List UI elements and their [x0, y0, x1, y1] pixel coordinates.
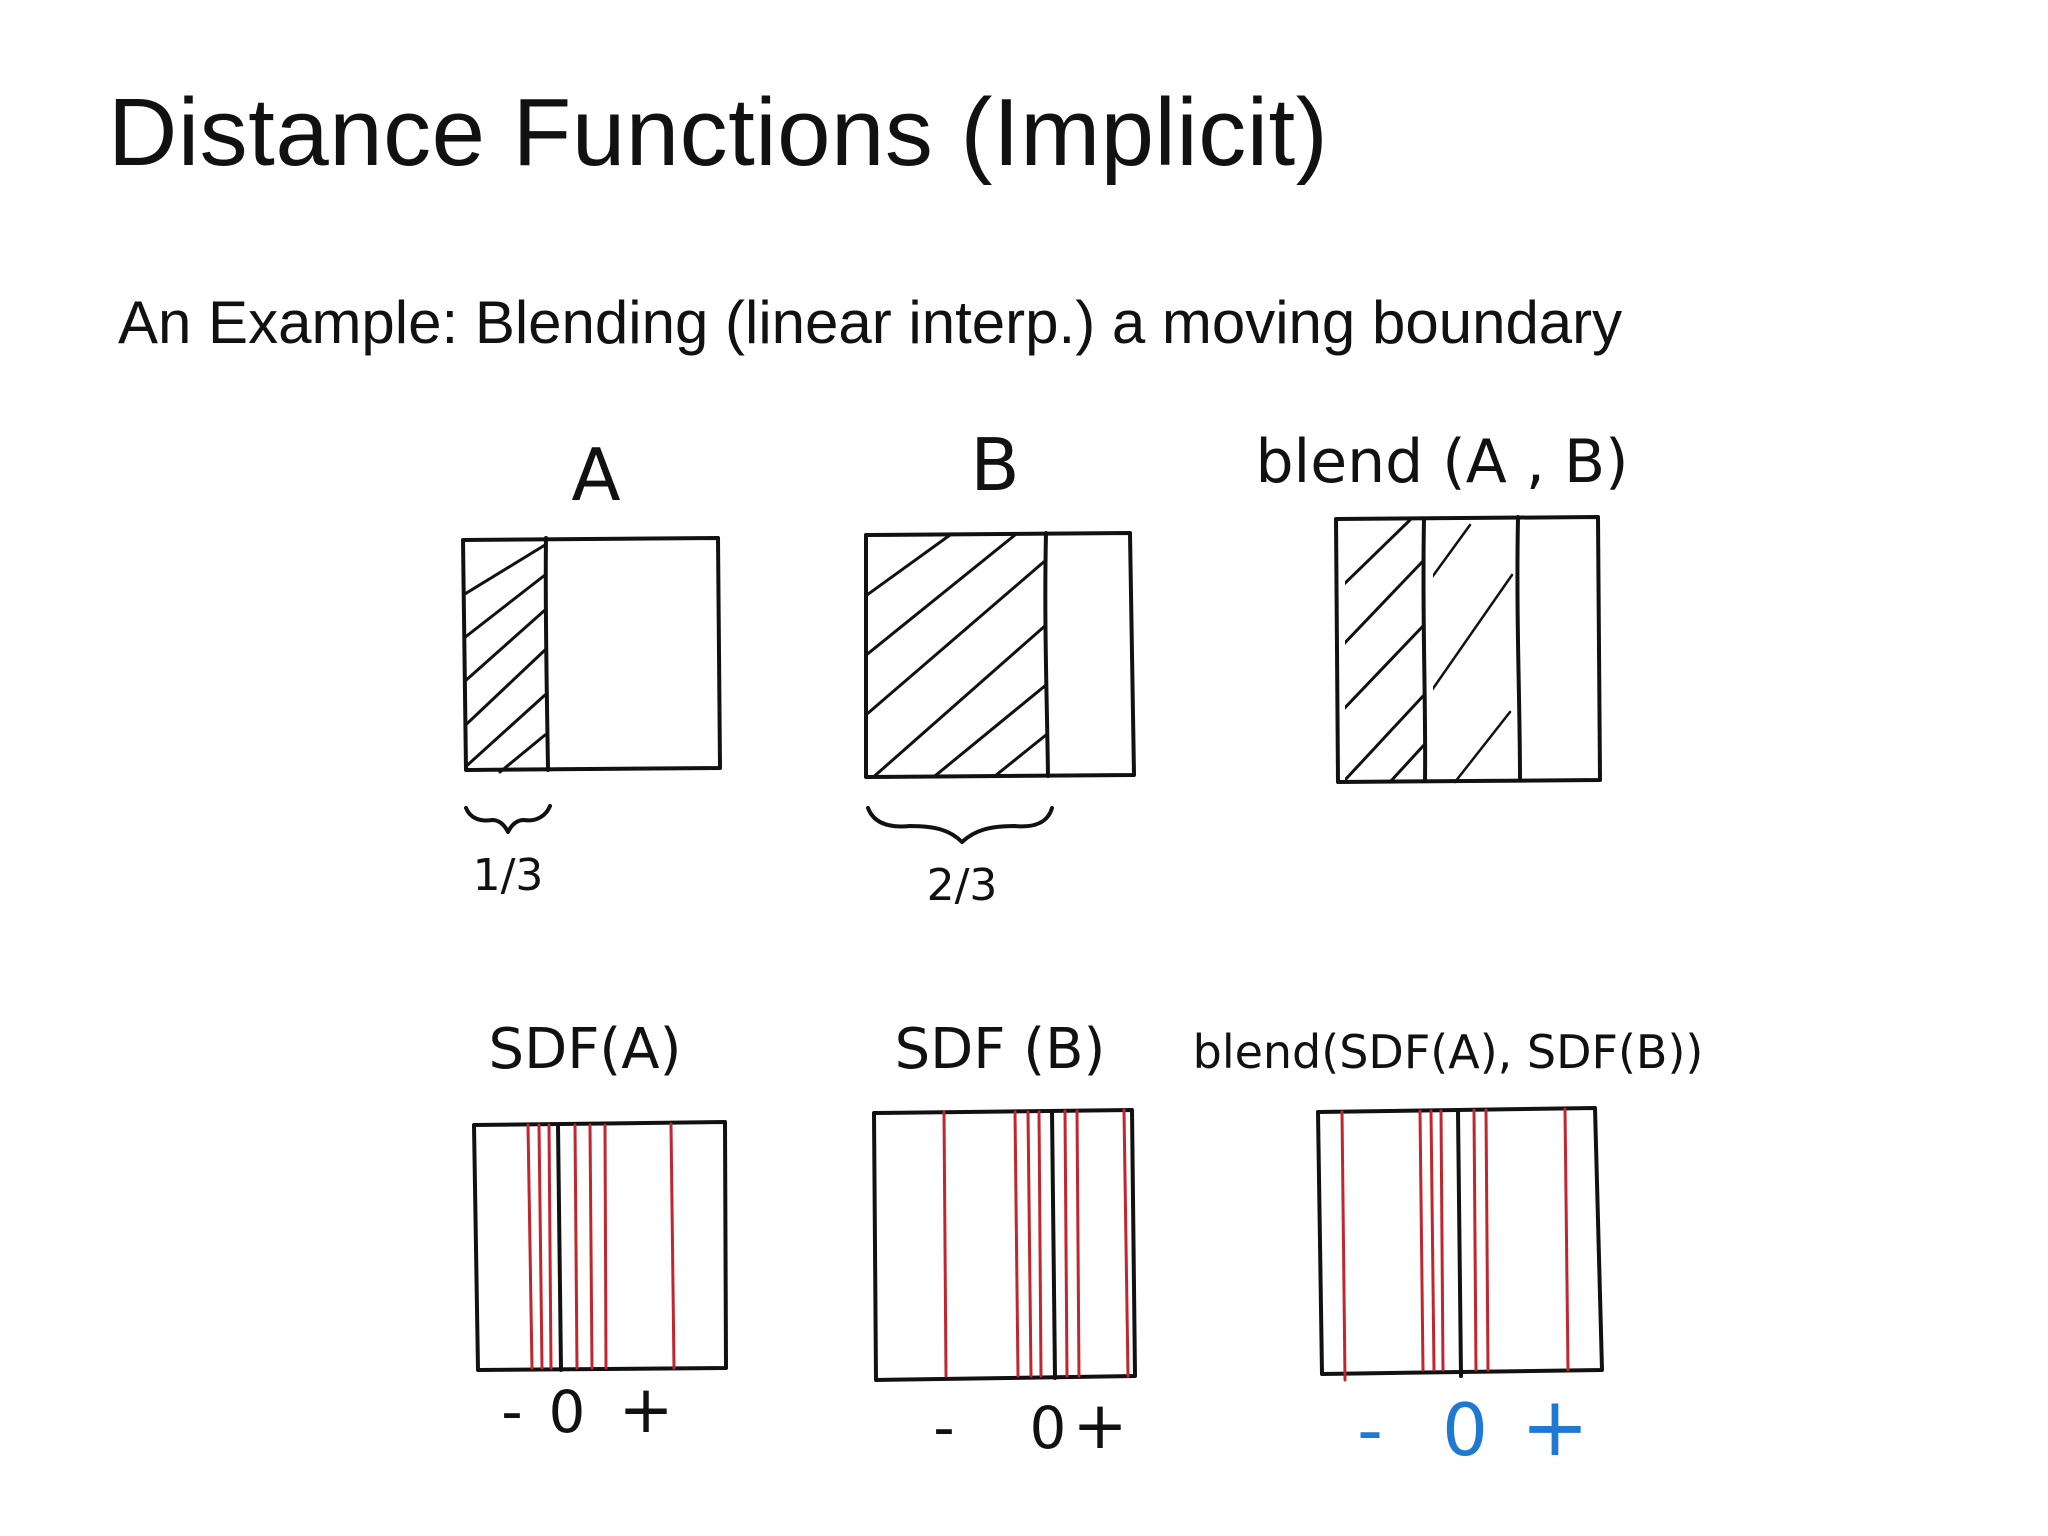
panel-a-label: A	[571, 433, 620, 517]
panel-blend-hatching-dense	[1345, 520, 1426, 784]
panel-a-outline	[461, 536, 722, 772]
panel-sdf-b-label: SDF (B)	[895, 1017, 1106, 1082]
panel-a: A 1/3	[461, 433, 722, 901]
panel-a-brace	[464, 804, 552, 834]
panel-sdf-blend: blend(SDF(A), SDF(B)) - 0 +	[1193, 1025, 1704, 1475]
panel-b-outline	[864, 531, 1136, 779]
panel-a-boundary	[543, 536, 550, 772]
panel-blend: blend (A , B)	[1255, 427, 1629, 784]
panel-sdf-blend-outline	[1316, 1106, 1604, 1376]
panel-sdf-b-plus: +	[1072, 1387, 1127, 1464]
panel-sdf-blend-contours	[1340, 1107, 1570, 1382]
panel-sdf-b-zero: 0	[1030, 1394, 1067, 1462]
panel-sdf-a-minus: -	[501, 1377, 523, 1447]
panel-sdf-a-contours	[526, 1122, 676, 1370]
panel-sdf-blend-zero: 0	[1442, 1388, 1488, 1472]
panel-sdf-b-contours	[942, 1108, 1130, 1378]
panel-a-hatching	[465, 543, 547, 774]
panel-blend-hatching-light	[1433, 523, 1514, 784]
panel-sdf-a-label: SDF(A)	[489, 1017, 682, 1082]
slide-title: Distance Functions (Implicit)	[108, 79, 1329, 186]
panel-sdf-blend-plus: +	[1521, 1380, 1590, 1475]
panel-blend-label: blend (A , B)	[1255, 427, 1628, 497]
panel-sdf-blend-minus: -	[1357, 1388, 1383, 1472]
panel-blend-boundary-a	[1421, 517, 1428, 783]
panel-sdf-a-zero-boundary	[556, 1123, 563, 1372]
panel-sdf-a-outline	[472, 1120, 728, 1372]
panel-sdf-a-zero: 0	[549, 1378, 586, 1446]
panel-b-hatching	[866, 535, 1046, 775]
panel-b-label: B	[970, 423, 1019, 507]
panel-b: B 2/3	[864, 423, 1136, 911]
panel-sdf-a-plus: +	[618, 1371, 673, 1448]
panel-sdf-b-zero-boundary	[1050, 1109, 1057, 1380]
panel-b-boundary	[1043, 531, 1050, 778]
panel-sdf-blend-zero-boundary	[1456, 1109, 1463, 1378]
panel-sdf-b: SDF (B) - 0 +	[872, 1017, 1137, 1464]
panel-sdf-b-minus: -	[933, 1393, 955, 1463]
panel-blend-boundary-b	[1515, 515, 1522, 782]
panel-b-fraction: 2/3	[927, 860, 998, 911]
slide-subtitle: An Example: Blending (linear interp.) a …	[118, 289, 1623, 356]
panel-blend-outline	[1334, 515, 1602, 784]
panel-b-brace	[866, 806, 1054, 844]
panel-sdf-a: SDF(A) - 0 +	[472, 1017, 728, 1448]
panel-a-fraction: 1/3	[473, 850, 544, 901]
panel-sdf-blend-label: blend(SDF(A), SDF(B))	[1193, 1025, 1704, 1079]
panel-sdf-b-outline	[872, 1108, 1137, 1382]
